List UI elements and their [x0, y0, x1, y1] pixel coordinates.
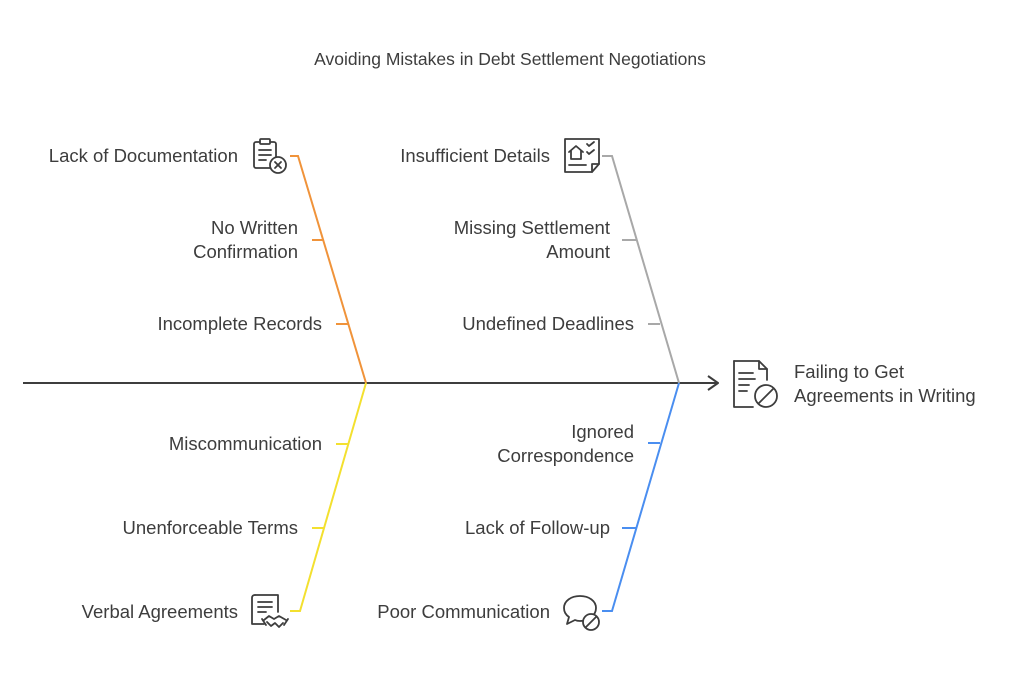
cause-no-written-confirmation: No Written Confirmation — [193, 217, 298, 262]
diagram-title: Avoiding Mistakes in Debt Settlement Neg… — [314, 49, 706, 69]
spine-arrowhead — [707, 375, 719, 391]
bone-communication — [602, 382, 680, 612]
bone-documentation — [290, 155, 367, 384]
cause-lack-of-follow-up: Lack of Follow-up — [465, 517, 610, 538]
category-verbal-agreements: Verbal Agreements — [81, 601, 238, 622]
contract-handshake-icon — [251, 594, 289, 628]
bone-verbal — [290, 382, 367, 612]
cause-ignored-correspondence: Ignored Correspondence — [497, 421, 634, 466]
checklist-home-icon — [564, 138, 600, 173]
clipboard-x-icon — [253, 138, 287, 174]
category-insufficient-details: Insufficient Details — [400, 145, 550, 166]
cause-incomplete-records: Incomplete Records — [157, 313, 322, 334]
cause-miscommunication: Miscommunication — [168, 433, 322, 454]
effect-label: Failing to Get Agreements in Writing — [794, 361, 976, 406]
document-ban-icon — [733, 360, 778, 408]
bone-details — [602, 155, 680, 384]
cause-unenforceable-terms: Unenforceable Terms — [122, 517, 299, 538]
chat-ban-icon — [563, 595, 600, 631]
cause-missing-settlement-amount: Missing Settlement Amount — [453, 217, 610, 262]
category-lack-of-documentation: Lack of Documentation — [48, 145, 238, 166]
category-poor-communication: Poor Communication — [377, 601, 550, 622]
cause-undefined-deadlines: Undefined Deadlines — [462, 313, 634, 334]
